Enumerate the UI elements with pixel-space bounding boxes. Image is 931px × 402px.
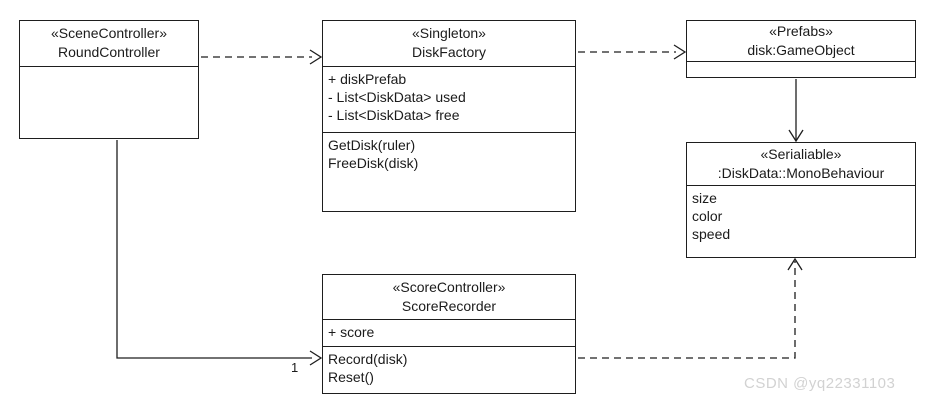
- attribute-row: + score: [328, 324, 375, 340]
- class-name: RoundController: [58, 44, 160, 60]
- class-stereotype: «ScoreController»: [392, 279, 506, 295]
- class-methods: GetDisk(ruler) FreeDisk(disk): [323, 132, 575, 211]
- class-attributes: + score: [323, 319, 575, 346]
- dashed-arrow-diskfactory-to-prefabs: [578, 44, 687, 60]
- class-box-scorerecorder: «ScoreController» ScoreRecorder + score …: [322, 274, 576, 394]
- dashed-arrow-roundcontroller-to-diskfactory: [201, 49, 323, 65]
- class-name: :DiskData::MonoBehaviour: [717, 165, 885, 181]
- class-stereotype: «Serialiable»: [760, 146, 842, 162]
- class-header: «Prefabs» disk:GameObject: [687, 21, 915, 61]
- class-stereotype: «Singleton»: [412, 25, 486, 41]
- method-row: FreeDisk(disk): [328, 155, 419, 171]
- class-stereotype: «SceneController»: [51, 25, 167, 41]
- attribute-row: - List<DiskData> free: [328, 107, 460, 123]
- solid-arrow-roundcontroller-to-scorerecorder: [116, 140, 323, 366]
- attribute-row: size: [692, 190, 717, 206]
- class-header: «Serialiable» :DiskData::MonoBehaviour: [687, 143, 915, 185]
- attribute-row: + diskPrefab: [328, 71, 407, 87]
- class-attributes: size color speed: [687, 185, 915, 257]
- watermark-text: CSDN @yq22331103: [744, 375, 896, 392]
- solid-arrow-prefabs-to-diskdata: [788, 79, 804, 143]
- class-box-prefabs: «Prefabs» disk:GameObject: [686, 20, 916, 78]
- dashed-arrow-scorerecorder-to-diskdata: [578, 257, 803, 359]
- class-box-diskfactory: «Singleton» DiskFactory + diskPrefab - L…: [322, 20, 576, 212]
- attribute-row: speed: [692, 226, 731, 242]
- class-name: disk:GameObject: [747, 42, 855, 58]
- class-box-roundcontroller: «SceneController» RoundController: [19, 20, 199, 139]
- method-row: Record(disk): [328, 351, 408, 367]
- class-header: «SceneController» RoundController: [20, 21, 198, 66]
- class-stereotype: «Prefabs»: [769, 23, 833, 39]
- attribute-row: - List<DiskData> used: [328, 89, 466, 105]
- class-header: «ScoreController» ScoreRecorder: [323, 275, 575, 319]
- class-attributes: + diskPrefab - List<DiskData> used - Lis…: [323, 66, 575, 132]
- class-empty-body: [20, 66, 198, 138]
- attribute-row: color: [692, 208, 723, 224]
- class-box-diskdata: «Serialiable» :DiskData::MonoBehaviour s…: [686, 142, 916, 258]
- class-methods: Record(disk) Reset(): [323, 346, 575, 393]
- class-name: ScoreRecorder: [401, 298, 497, 314]
- class-name: DiskFactory: [412, 44, 486, 60]
- class-empty-body: [687, 61, 915, 77]
- multiplicity-label: 1: [291, 360, 299, 375]
- method-row: GetDisk(ruler): [328, 137, 416, 153]
- method-row: Reset(): [328, 369, 374, 385]
- class-header: «Singleton» DiskFactory: [323, 21, 575, 66]
